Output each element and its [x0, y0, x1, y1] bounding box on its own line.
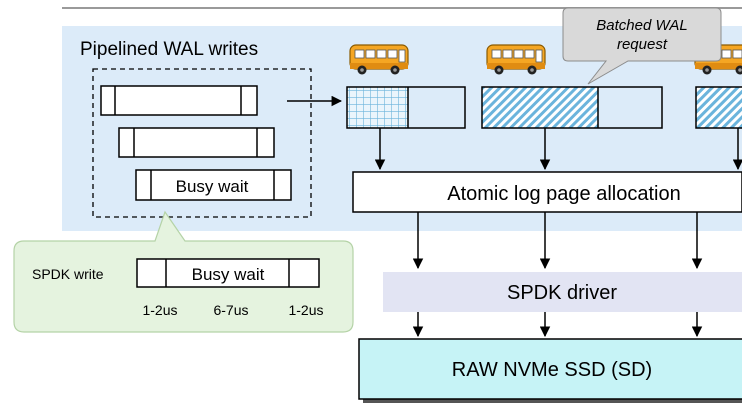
- pipeline-row-3: Busy wait: [135, 169, 292, 201]
- pipeline-row-busy-wait-label: Busy wait: [176, 177, 249, 196]
- pipeline-row-2: [118, 127, 275, 158]
- batched-wal-callout-line2: request: [617, 36, 668, 53]
- spdk-write-label: SPDK write: [32, 266, 104, 282]
- spdk-write-timeline: Busy wait: [136, 258, 320, 288]
- pipeline-dashed-box: [92, 68, 312, 218]
- ssd-label: RAW NVMe SSD (SD): [452, 359, 652, 381]
- panel-title: Pipelined WAL writes: [80, 39, 258, 60]
- timing-label-2: 6-7us: [213, 302, 248, 318]
- timing-label-1: 1-2us: [142, 302, 177, 318]
- batched-wal-callout-line1: Batched WAL: [596, 17, 687, 34]
- spdk-driver-label: SPDK driver: [507, 282, 617, 304]
- pipeline-row-1: [100, 85, 258, 116]
- spdk-write-callout: SPDK write Busy wait 1-2us 6-7us 1-2us: [13, 210, 354, 333]
- batch-block-1: [346, 86, 466, 129]
- timing-label-3: 1-2us: [288, 302, 323, 318]
- batch-block-2: [481, 86, 663, 129]
- batch-block-3: [695, 86, 742, 129]
- spdk-write-busy-wait-label: Busy wait: [192, 265, 265, 284]
- batched-wal-callout: Batched WAL request: [562, 7, 722, 85]
- allocation-label: Atomic log page allocation: [447, 183, 680, 205]
- spdk-driver-box: [383, 272, 742, 312]
- ssd-box: [358, 338, 742, 400]
- allocation-box: [352, 171, 742, 213]
